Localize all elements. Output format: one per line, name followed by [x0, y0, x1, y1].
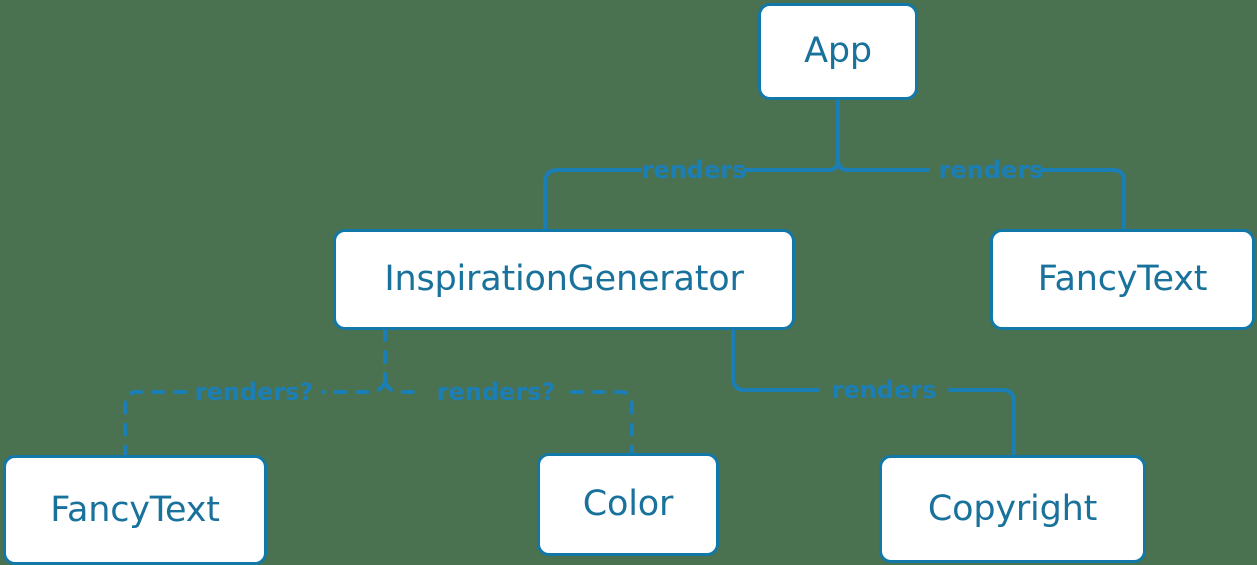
node-fancytext-left-label: FancyText [50, 489, 220, 530]
node-copyright-label: Copyright [927, 488, 1098, 529]
node-color-label: Color [582, 484, 674, 524]
edge-label-inspiration-color: renders? [436, 378, 556, 406]
node-fancytext-left[interactable]: FancyText [3, 455, 267, 565]
edge-label-app-fancytext-right: renders [938, 156, 1044, 184]
node-inspiration-generator-label: InspirationGenerator [384, 259, 744, 299]
edge-inspiration-copyright [731, 328, 1016, 457]
node-fancytext-right[interactable]: FancyText [990, 229, 1255, 330]
edge-app-fancytext-right [836, 158, 1126, 231]
node-app-label: App [804, 31, 872, 71]
edge-inspiration-color [383, 380, 634, 455]
node-color[interactable]: Color [537, 453, 719, 556]
node-copyright[interactable]: Copyright [879, 455, 1146, 563]
node-fancytext-right-label: FancyText [1037, 259, 1208, 299]
node-inspiration-generator[interactable]: InspirationGenerator [333, 229, 795, 330]
edge-label-app-inspiration: renders [641, 156, 747, 184]
node-app[interactable]: App [758, 3, 918, 100]
edge-label-inspiration-fancytext-left: renders? [194, 378, 314, 406]
edge-label-inspiration-copyright: renders [831, 376, 937, 404]
